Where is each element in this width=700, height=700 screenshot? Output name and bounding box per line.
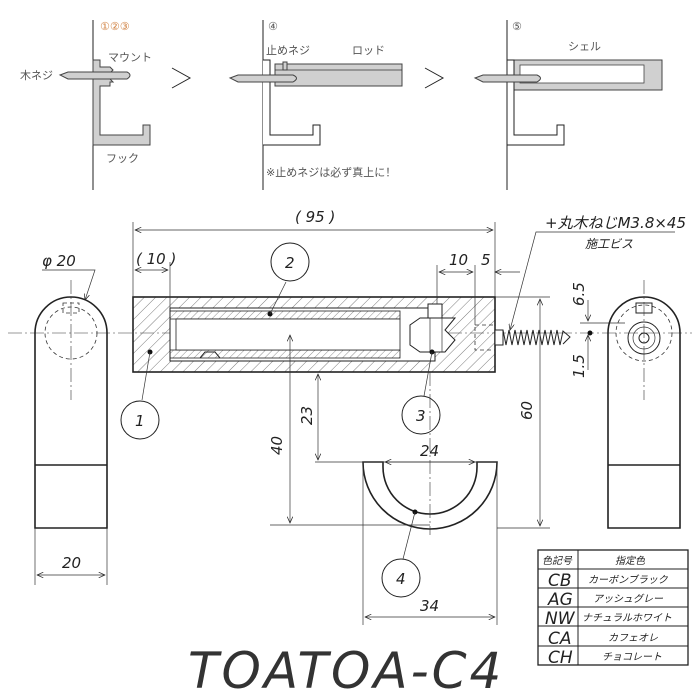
dim-10: 10 xyxy=(449,251,468,269)
color-code: AG xyxy=(547,590,573,610)
dim-1-5: 1.5 xyxy=(570,354,588,378)
table-row: AG アッシュグレー xyxy=(547,590,664,610)
step-2-panel: ④ 止めネジ ロッド ※止めネジは必ず真上に！ xyxy=(228,20,445,190)
shell-label: シェル xyxy=(568,40,601,53)
step-2-label: ④ xyxy=(268,20,278,33)
wood-screw xyxy=(228,74,297,83)
dim-phi20: φ 20 xyxy=(42,252,76,270)
set-screw-label: 止めネジ xyxy=(266,44,310,57)
part-balloons: 1 2 3 4 xyxy=(120,242,441,598)
table-row: CB カーボンブラック xyxy=(548,571,669,591)
screw xyxy=(502,329,571,346)
dim-40: 40 xyxy=(268,436,286,455)
part-2-balloon xyxy=(270,242,310,282)
table-header-name: 指定色 xyxy=(615,555,646,567)
color-name: チョコレート xyxy=(602,652,662,663)
dim-23: 23 xyxy=(298,406,316,425)
screw-note: 施工ビス xyxy=(585,237,633,251)
step-3-label: ⑤ xyxy=(512,20,522,33)
rod-label: ロッド xyxy=(352,44,385,57)
color-code: CB xyxy=(548,571,572,591)
hook-outline xyxy=(507,59,565,146)
color-code: CA xyxy=(548,629,572,649)
part-2: 2 xyxy=(285,254,295,272)
color-name: アッシュグレー xyxy=(593,593,664,605)
color-code: NW xyxy=(545,609,576,629)
hook-view: 24 40 23 34 xyxy=(268,335,498,625)
dim-20: 20 xyxy=(62,554,81,572)
mount xyxy=(409,317,457,353)
dim-5: 5 xyxy=(481,251,491,269)
wood-screw xyxy=(473,74,541,83)
part-1: 1 xyxy=(135,412,145,430)
mount-hook-part xyxy=(92,59,151,146)
wood-screw-label: 木ネジ xyxy=(20,69,53,82)
part-4: 4 xyxy=(396,570,406,588)
color-name: カフェオレ xyxy=(608,633,658,644)
color-code: CH xyxy=(548,648,573,668)
table-row: CA カフェオレ xyxy=(548,629,658,649)
dim-24: 24 xyxy=(420,442,439,460)
hook-outline xyxy=(263,59,321,146)
mount-label: マウント xyxy=(108,51,152,64)
table-row: NW ナチュラルホワイト xyxy=(545,609,672,629)
left-side-view: 20 φ 20 xyxy=(34,252,108,585)
dim-overall: ( 95 ) xyxy=(295,208,335,226)
front-section-view: ( 95 ) ( 10 ) 10 5 +丸木ねじM3.8×45 施工ビス 60 … xyxy=(132,208,686,529)
dim-34: 34 xyxy=(420,597,439,615)
step-3-panel: ⑤ シェル xyxy=(473,20,663,190)
product-title: TOATOA-C4 xyxy=(188,642,504,700)
screw-spec: +丸木ねじM3.8×45 xyxy=(545,214,686,232)
set-screw-note: ※止めネジは必ず真上に！ xyxy=(266,165,396,179)
arrow-icon xyxy=(424,67,445,89)
dim-6-5: 6.5 xyxy=(570,282,588,306)
set-screw xyxy=(427,303,443,319)
part-3-balloon xyxy=(401,395,441,435)
dim-60: 60 xyxy=(518,401,536,420)
table-header-code: 色記号 xyxy=(542,555,573,567)
step-1-label: ①②③ xyxy=(100,20,130,33)
part-3: 3 xyxy=(416,407,426,425)
wood-screw xyxy=(58,71,131,80)
table-row: CH チョコレート xyxy=(548,648,662,668)
hook-label: フック xyxy=(106,152,139,165)
set-screw xyxy=(282,61,288,71)
arrow-icon xyxy=(171,67,192,89)
part-1-balloon xyxy=(120,400,160,440)
right-side-view xyxy=(607,280,681,529)
part-4-balloon xyxy=(381,558,421,598)
color-name: ナチュラルホワイト xyxy=(582,613,672,624)
step-1-panel: ①②③ マウント 木ネジ フック xyxy=(20,20,192,190)
dim-10-paren: ( 10 ) xyxy=(136,250,176,268)
color-table: 色記号 指定色 CB カーボンブラック AG アッシュグレー NW ナチュラルホ… xyxy=(537,549,689,668)
assembly-steps: ①②③ マウント 木ネジ フック ④ 止めネジ ロッド ※止めネジは必ず真上に！… xyxy=(20,20,663,190)
color-name: カーボンブラック xyxy=(588,574,669,586)
